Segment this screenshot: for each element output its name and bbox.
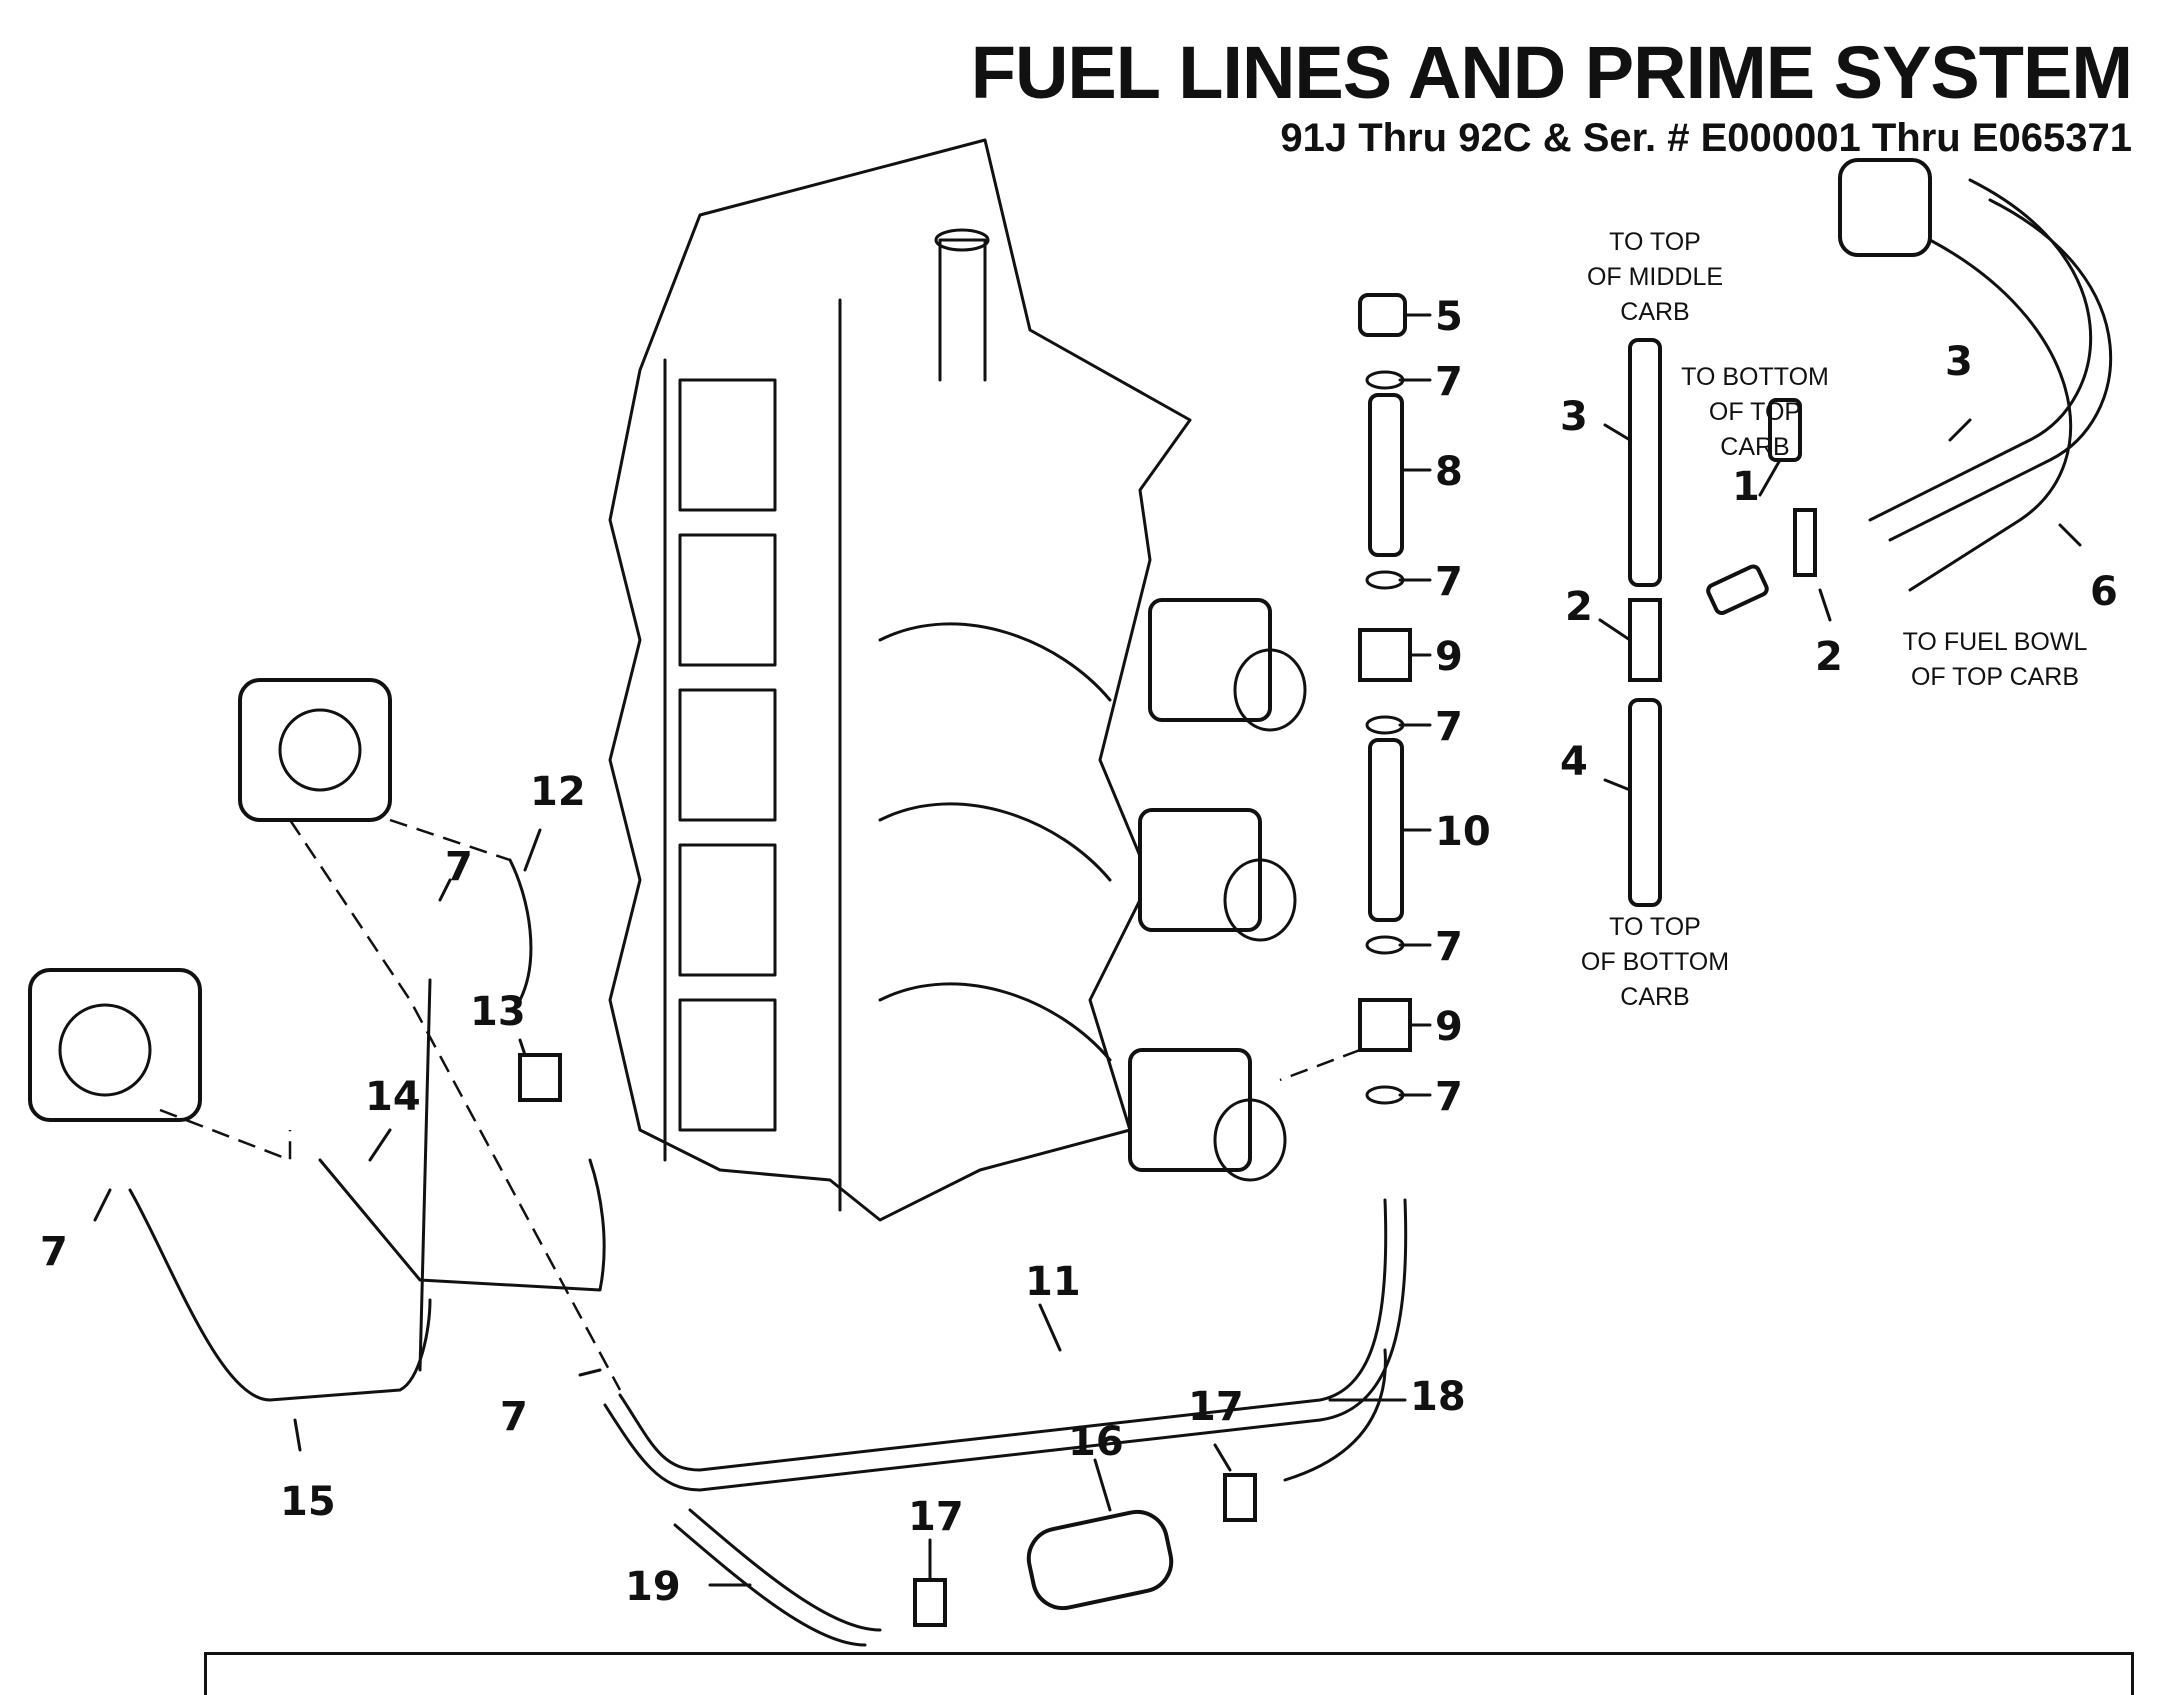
carburetor-top: [1148, 598, 1307, 732]
dashed-link: [288, 819, 622, 1391]
primer-bulb: [1838, 158, 1932, 257]
callout-12: 12: [530, 769, 586, 815]
note-top-carb: TO BOTTOM OF TOP CARB: [1681, 363, 1829, 461]
note-bottom-carb: TO TOP OF BOTTOM CARB: [1581, 913, 1729, 1011]
note-fuel-bowl: TO FUEL BOWL OF TOP CARB: [1903, 628, 2088, 691]
callout-13: 13: [470, 989, 526, 1035]
clamp-17-lower: [913, 1578, 947, 1627]
note-middle-carb-2: OF MIDDLE: [1587, 263, 1723, 291]
callouts: 5 7 8 7 9 7 10 7 9 7 3 1 2 2 4 3 6 12 7 …: [40, 294, 2118, 1610]
hose-12: [508, 858, 533, 1002]
fuel-filter-16: [1026, 1509, 1174, 1611]
callout-16: 16: [1068, 1419, 1124, 1465]
right-leaders: [1598, 418, 2082, 792]
hose-11-outline: [603, 1198, 1408, 1492]
hose-15: [128, 1188, 432, 1402]
callout-18: 18: [1410, 1374, 1466, 1420]
note-fuel-bowl-1: TO FUEL BOWL: [1903, 628, 2088, 656]
note-bottom-carb-3: CARB: [1620, 983, 1689, 1011]
hose-3-upper-outline: [1888, 198, 2113, 542]
callout-7e: 7: [1435, 1074, 1463, 1120]
callout-3-left: 3: [1560, 394, 1588, 440]
center-leaders: [1398, 313, 1432, 1097]
fuel-pump-lower: [28, 968, 202, 1122]
callout-6: 6: [2090, 569, 2118, 615]
hose-11: [618, 1198, 1388, 1472]
carburetor-middle: [1138, 808, 1297, 942]
hose-3-upper: [1868, 178, 2093, 522]
callout-7c: 7: [1435, 704, 1463, 750]
note-top-carb-1: TO BOTTOM: [1681, 363, 1829, 391]
hose-19-outline: [673, 1523, 867, 1647]
callout-7-upper-left: 7: [445, 844, 473, 890]
hose-18: [1283, 1348, 1387, 1482]
page-subtitle: 91J Thru 92C & Ser. # E000001 Thru E0653…: [1280, 116, 2132, 160]
center-fitting-stack: [1358, 293, 1412, 1105]
callout-7d: 7: [1435, 924, 1463, 970]
note-bottom-carb-2: OF BOTTOM: [1581, 948, 1729, 976]
callout-10: 10: [1435, 809, 1491, 855]
note-fuel-bowl-2: OF TOP CARB: [1911, 663, 2079, 691]
parts-table-header: [204, 1652, 2134, 1695]
callout-2-left: 2: [1565, 584, 1593, 630]
hose-19: [688, 1508, 882, 1632]
page-title: FUEL LINES AND PRIME SYSTEM: [970, 31, 2133, 114]
dashed-link-3: [389, 818, 511, 862]
callout-7b: 7: [1435, 559, 1463, 605]
callout-7a: 7: [1435, 359, 1463, 405]
dashed-link-4: [1279, 1048, 1361, 1082]
callout-15: 15: [280, 1479, 336, 1525]
note-bottom-carb-1: TO TOP: [1609, 913, 1701, 941]
hose-14: [318, 1158, 606, 1292]
callout-7-lower: 7: [500, 1394, 528, 1440]
left-leaders: [93, 828, 1407, 1587]
callout-11: 11: [1025, 1259, 1081, 1305]
note-middle-carb: TO TOP OF MIDDLE CARB: [1587, 228, 1723, 326]
carburetor-bottom: [1128, 1048, 1287, 1182]
note-top-carb-3: CARB: [1720, 433, 1789, 461]
callout-3-right: 3: [1945, 339, 1973, 385]
callout-7-left: 7: [40, 1229, 68, 1275]
callout-19: 19: [625, 1564, 681, 1610]
fuel-pump-upper: [238, 678, 392, 822]
callout-5: 5: [1435, 294, 1463, 340]
hose-6: [1908, 238, 2073, 592]
note-middle-carb-3: CARB: [1620, 298, 1689, 326]
engine-block: [608, 138, 1192, 1222]
clamp-17-upper: [1223, 1473, 1257, 1522]
callout-1: 1: [1732, 464, 1760, 510]
hose-vertical: [418, 978, 432, 1372]
callout-9b: 9: [1435, 1004, 1463, 1050]
callout-17-lower: 17: [908, 1494, 964, 1540]
callout-4: 4: [1560, 739, 1588, 785]
callout-8: 8: [1435, 449, 1463, 495]
callout-9a: 9: [1435, 634, 1463, 680]
note-top-carb-2: OF TOP: [1709, 398, 1801, 426]
note-middle-carb-1: TO TOP: [1609, 228, 1701, 256]
callout-14: 14: [365, 1074, 421, 1120]
right-fittings: [1628, 338, 1817, 907]
fitting-13: [518, 1053, 562, 1102]
callout-17-upper: 17: [1188, 1384, 1244, 1430]
callout-2-right: 2: [1815, 634, 1843, 680]
